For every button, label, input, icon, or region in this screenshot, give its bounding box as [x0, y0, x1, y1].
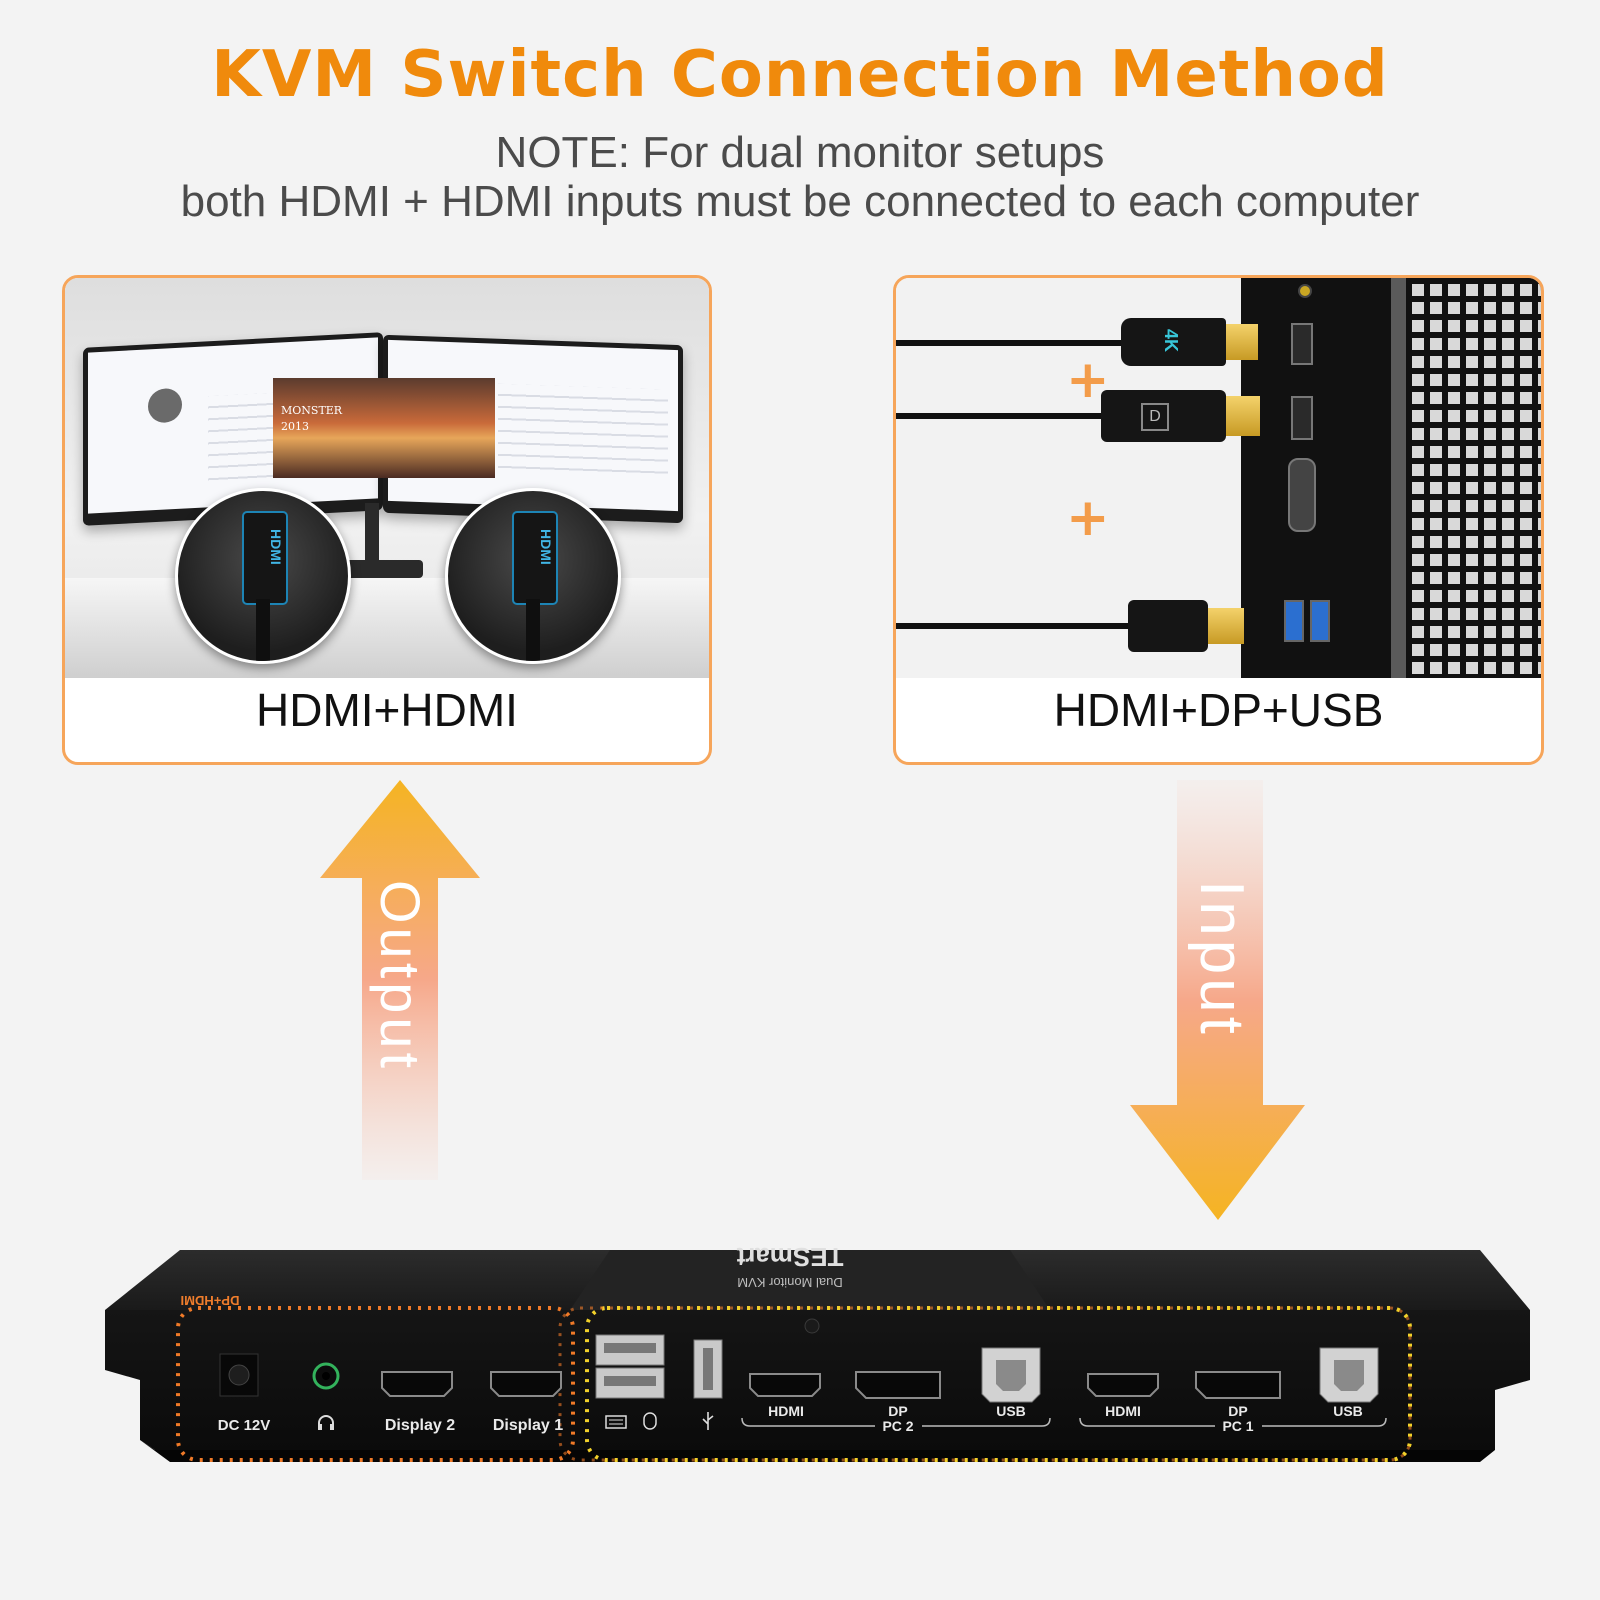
usb-hub-port-tongue	[703, 1348, 713, 1390]
device-model-text: Dual Monitor KVM	[737, 1275, 842, 1290]
label-pc2-usb: USB	[996, 1403, 1026, 1419]
pc1-bracket	[1079, 1417, 1387, 1427]
displayport-plug: D	[1101, 390, 1226, 442]
card-label-hdmi-hdmi: HDMI+HDMI	[256, 684, 518, 736]
sunset-caption-2: 2013	[281, 420, 309, 433]
label-display-1: Display 1	[493, 1417, 563, 1434]
monitor-stand	[365, 503, 379, 563]
page-title: KVM Switch Connection Method	[211, 38, 1389, 112]
pc1-hdmi-port	[1087, 1373, 1159, 1397]
device-bottom-edge	[140, 1440, 1495, 1462]
device-screw	[804, 1318, 820, 1334]
input-group-outline	[585, 1306, 1412, 1462]
hdmi-gold-tip	[1226, 324, 1258, 360]
pc2-hdmi-port	[749, 1373, 821, 1397]
label-pc1-dp: DP	[1228, 1403, 1247, 1419]
hdmi-closeup-right: HDMI	[445, 488, 621, 664]
card-hdmi-dp-usb: 4K D + + HDMI+DP+USB	[893, 275, 1544, 765]
label-pc1-hdmi: HDMI	[1105, 1403, 1141, 1419]
hdmi-closeup-left: HDMI	[175, 488, 351, 664]
usb-keyboard-port-tongue	[604, 1343, 656, 1353]
output-arrow-label: Output	[369, 880, 432, 1073]
pc-serial-port	[1288, 458, 1316, 532]
usb-gold-tip	[1208, 608, 1244, 644]
hdmi-cable	[526, 599, 540, 661]
hdmi-cable	[896, 340, 1126, 346]
avatar	[148, 387, 182, 424]
label-pc2-dp: DP	[888, 1403, 907, 1419]
dp-gold-tip	[1226, 396, 1260, 436]
keyboard-mouse-icons	[605, 1412, 657, 1430]
pc1-dp-port	[1195, 1371, 1281, 1399]
plus-sign-2: +	[1066, 488, 1110, 548]
dc-power-jack-pin	[228, 1364, 250, 1386]
spreadsheet-rows	[498, 383, 668, 480]
sunset-caption-1: MONSTER	[281, 404, 343, 417]
pc-hdmi-port	[1291, 323, 1313, 365]
label-pc2-hdmi: HDMI	[768, 1403, 804, 1419]
hdmi-4k-plug: 4K	[1121, 318, 1226, 366]
kvm-switch-device: TESmart Dual Monitor KVM DP+HDMI DC 12V …	[105, 1242, 1530, 1462]
hdmi-plug	[512, 511, 558, 605]
usb-mouse-port-tongue	[604, 1376, 656, 1386]
display-2-hdmi-port	[381, 1371, 453, 1397]
note-line-1: NOTE: For dual monitor setups	[495, 128, 1105, 177]
label-dc-12v: DC 12V	[218, 1417, 271, 1434]
sunset-image: MONSTER 2013	[273, 378, 495, 478]
pc-audio-jack	[1298, 284, 1312, 298]
headphones-icon	[318, 1415, 334, 1430]
dp-cable	[896, 413, 1106, 419]
note-line-2: both HDMI + HDMI inputs must be connecte…	[180, 177, 1420, 226]
device-brand-text: TESmart	[736, 1242, 843, 1272]
pc1-usb-b-port-inner	[1334, 1360, 1364, 1391]
hdmi-plug	[242, 511, 288, 605]
device-side-badge: DP+HDMI	[181, 1293, 240, 1308]
hdmi-4k-label: 4K	[1161, 328, 1182, 353]
pc-rear-photo: 4K D + +	[896, 278, 1541, 678]
pc-usb-port-2	[1310, 600, 1330, 642]
label-pc1-usb: USB	[1333, 1403, 1363, 1419]
output-group-outline	[176, 1306, 575, 1462]
hdmi-plug-label: HDMI	[268, 529, 284, 565]
plus-sign-1: +	[1066, 350, 1110, 410]
hdmi-cable	[256, 599, 270, 661]
card-label-hdmi-dp-usb: HDMI+DP+USB	[1053, 684, 1384, 736]
pc2-dp-port	[855, 1371, 941, 1399]
usb-icon	[702, 1412, 714, 1430]
output-arrow-up	[320, 780, 480, 1180]
label-pc2: PC 2	[882, 1418, 913, 1434]
dp-logo-icon: D	[1141, 403, 1169, 431]
card-hdmi-hdmi: MONSTER 2013 HDMI HDMI HDMI+HDMI	[62, 275, 712, 765]
input-arrow-label: Input	[1187, 880, 1256, 1038]
pc2-usb-b-port-inner	[996, 1360, 1026, 1391]
hdmi-plug-label: HDMI	[538, 529, 554, 565]
usb-cable	[896, 623, 1131, 629]
audio-jack-hole	[322, 1372, 330, 1380]
pc-panel-divider	[1391, 278, 1406, 678]
pc-usb-port-1	[1284, 600, 1304, 642]
pc2-bracket	[741, 1417, 1051, 1427]
input-arrow-down	[1130, 780, 1305, 1220]
usb-plug	[1128, 600, 1208, 652]
monitor-stand-base	[327, 560, 423, 578]
pc-vent-grill	[1406, 278, 1541, 678]
display-1-hdmi-port	[490, 1371, 562, 1397]
label-pc1: PC 1	[1222, 1418, 1253, 1434]
pc-dp-port	[1291, 396, 1313, 440]
device-top-label-panel	[570, 1250, 1050, 1310]
dual-monitor-photo: MONSTER 2013 HDMI HDMI	[65, 278, 709, 678]
label-display-2: Display 2	[385, 1417, 455, 1434]
